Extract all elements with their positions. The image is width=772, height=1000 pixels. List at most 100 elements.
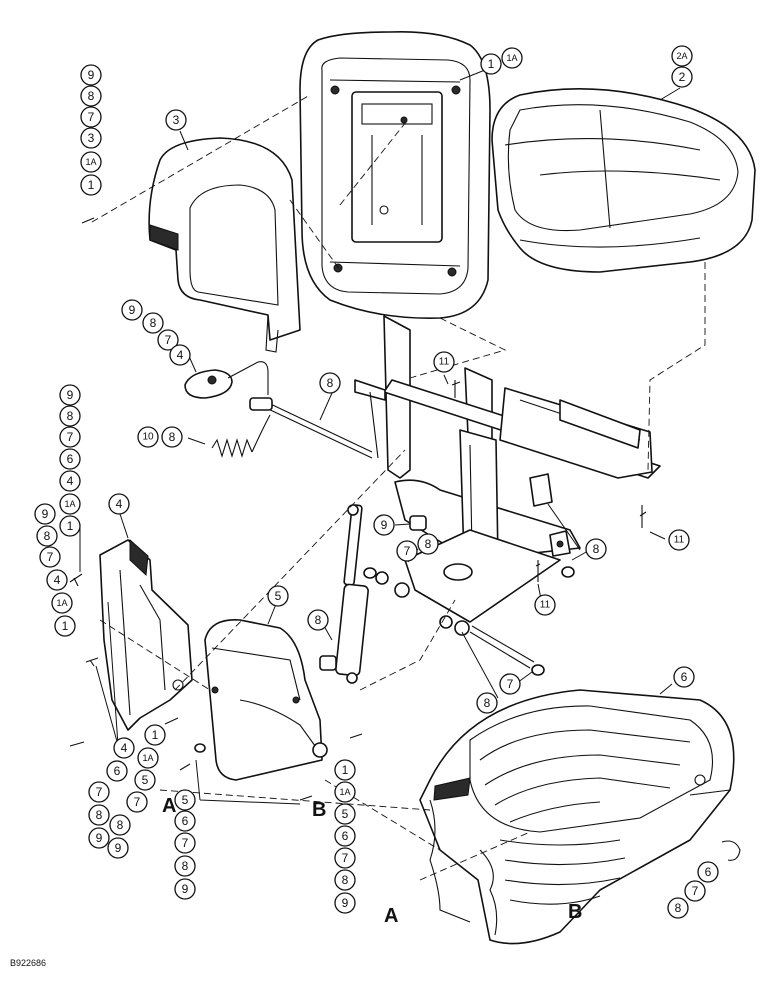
callout-9-bushing: 9 <box>373 514 395 536</box>
svg-text:8: 8 <box>315 613 322 627</box>
svg-text:9: 9 <box>182 882 189 896</box>
svg-text:7: 7 <box>47 550 54 564</box>
svg-text:1A: 1A <box>506 53 517 63</box>
svg-text:1: 1 <box>67 519 74 533</box>
svg-text:4: 4 <box>116 497 123 511</box>
svg-text:9: 9 <box>96 831 103 845</box>
reference-letter-a: A <box>384 905 398 927</box>
hardware <box>69 217 647 801</box>
callout-lever-stack: 9 8 7 4 <box>121 299 191 366</box>
callout-8-frame: 8 <box>585 538 607 560</box>
svg-text:5: 5 <box>342 807 349 821</box>
callout-text: 1 <box>88 178 95 192</box>
svg-text:6: 6 <box>182 814 189 828</box>
svg-text:8: 8 <box>675 901 682 915</box>
svg-text:1A: 1A <box>142 753 153 763</box>
svg-text:7: 7 <box>404 544 411 558</box>
suspension-boot <box>419 689 741 945</box>
svg-text:8: 8 <box>169 430 176 444</box>
svg-text:7: 7 <box>134 795 141 809</box>
adjust-lever <box>184 361 373 459</box>
svg-text:8: 8 <box>67 409 74 423</box>
svg-text:4: 4 <box>121 741 128 755</box>
svg-text:1A: 1A <box>56 598 67 608</box>
callout-3: 3 <box>165 109 187 131</box>
svg-text:4: 4 <box>67 474 74 488</box>
svg-text:1A: 1A <box>339 787 350 797</box>
svg-text:5: 5 <box>142 773 149 787</box>
svg-text:6: 6 <box>705 865 712 879</box>
svg-text:8: 8 <box>593 542 600 556</box>
svg-text:9: 9 <box>129 303 136 317</box>
svg-text:6: 6 <box>342 829 349 843</box>
callout-2-2a: 2A 2 <box>671 45 693 88</box>
seat-frame <box>354 315 661 623</box>
svg-text:4: 4 <box>54 573 61 587</box>
svg-text:9: 9 <box>381 518 388 532</box>
svg-text:7: 7 <box>507 677 514 691</box>
svg-text:6: 6 <box>67 452 74 466</box>
diagram-code: B922686 <box>10 958 46 968</box>
svg-text:5: 5 <box>275 589 282 603</box>
svg-text:1: 1 <box>342 763 349 777</box>
svg-text:1: 1 <box>152 728 159 742</box>
svg-text:7: 7 <box>67 430 74 444</box>
svg-text:7: 7 <box>182 836 189 850</box>
svg-text:6: 6 <box>681 670 688 684</box>
svg-text:7: 7 <box>165 333 172 347</box>
callout-left-stack-top: 9 8 7 3 1A 1 <box>80 64 102 196</box>
seat-bottom-cushion <box>491 88 756 273</box>
reference-letter-b: B <box>312 799 326 821</box>
callout-left-stack-mid: 9 8 7 6 4 1A 1 <box>59 384 81 537</box>
callout-text: 3 <box>88 131 95 145</box>
svg-text:9: 9 <box>115 841 122 855</box>
callout-text: 9 <box>88 68 95 82</box>
callout-1-panel-stack: 1 1A 5 7 8 9 <box>107 724 166 859</box>
callout-8-gasspring: 8 <box>307 609 329 631</box>
side-panel-right <box>204 619 328 781</box>
svg-text:11: 11 <box>674 535 685 546</box>
back-cover <box>148 137 301 353</box>
svg-text:1: 1 <box>62 619 69 633</box>
callout-text: 8 <box>88 89 95 103</box>
gas-spring <box>335 504 369 684</box>
svg-text:9: 9 <box>342 896 349 910</box>
svg-text:2: 2 <box>679 70 686 84</box>
callout-11-top: 11 <box>433 351 455 373</box>
svg-text:5: 5 <box>182 793 189 807</box>
svg-text:8: 8 <box>342 873 349 887</box>
svg-text:8: 8 <box>425 537 432 551</box>
callout-text: 1A <box>85 157 96 167</box>
callout-text: 7 <box>88 110 95 124</box>
callout-11-right: 11 <box>668 529 690 551</box>
seat-back-cushion <box>299 30 491 319</box>
svg-text:8: 8 <box>44 529 51 543</box>
svg-text:7: 7 <box>692 884 699 898</box>
svg-text:1: 1 <box>488 57 495 71</box>
callout-6-boot: 6 <box>673 666 695 688</box>
callout-7-8-pin: 7 8 <box>476 673 521 714</box>
svg-text:3: 3 <box>173 113 180 127</box>
callout-5-panel: 5 <box>267 585 289 607</box>
svg-text:9: 9 <box>42 507 49 521</box>
callout-7-8-washer: 7 8 <box>396 533 439 562</box>
svg-text:8: 8 <box>96 808 103 822</box>
callout-4-panel: 4 <box>108 493 130 515</box>
svg-text:1A: 1A <box>64 499 75 509</box>
svg-text:7: 7 <box>342 851 349 865</box>
svg-text:4: 4 <box>177 348 184 362</box>
callout-boot-clip-stack: 6 7 8 <box>667 861 719 919</box>
svg-text:7: 7 <box>96 785 103 799</box>
svg-text:6: 6 <box>114 764 121 778</box>
svg-text:8: 8 <box>182 859 189 873</box>
callout-right-panel-stack: 1 1A 5 6 7 8 9 <box>334 759 356 914</box>
callout-left-stack-low: 9 8 7 4 1A 1 <box>34 503 76 637</box>
svg-text:11: 11 <box>540 600 551 611</box>
svg-text:8: 8 <box>484 696 491 710</box>
callout-1-1a-top: 1 1A <box>480 47 523 75</box>
svg-text:10: 10 <box>142 432 154 443</box>
svg-text:9: 9 <box>67 388 74 402</box>
callout-5-bottom-stack: 5 6 7 8 9 <box>174 789 196 900</box>
reference-letter-b: B <box>568 901 582 923</box>
